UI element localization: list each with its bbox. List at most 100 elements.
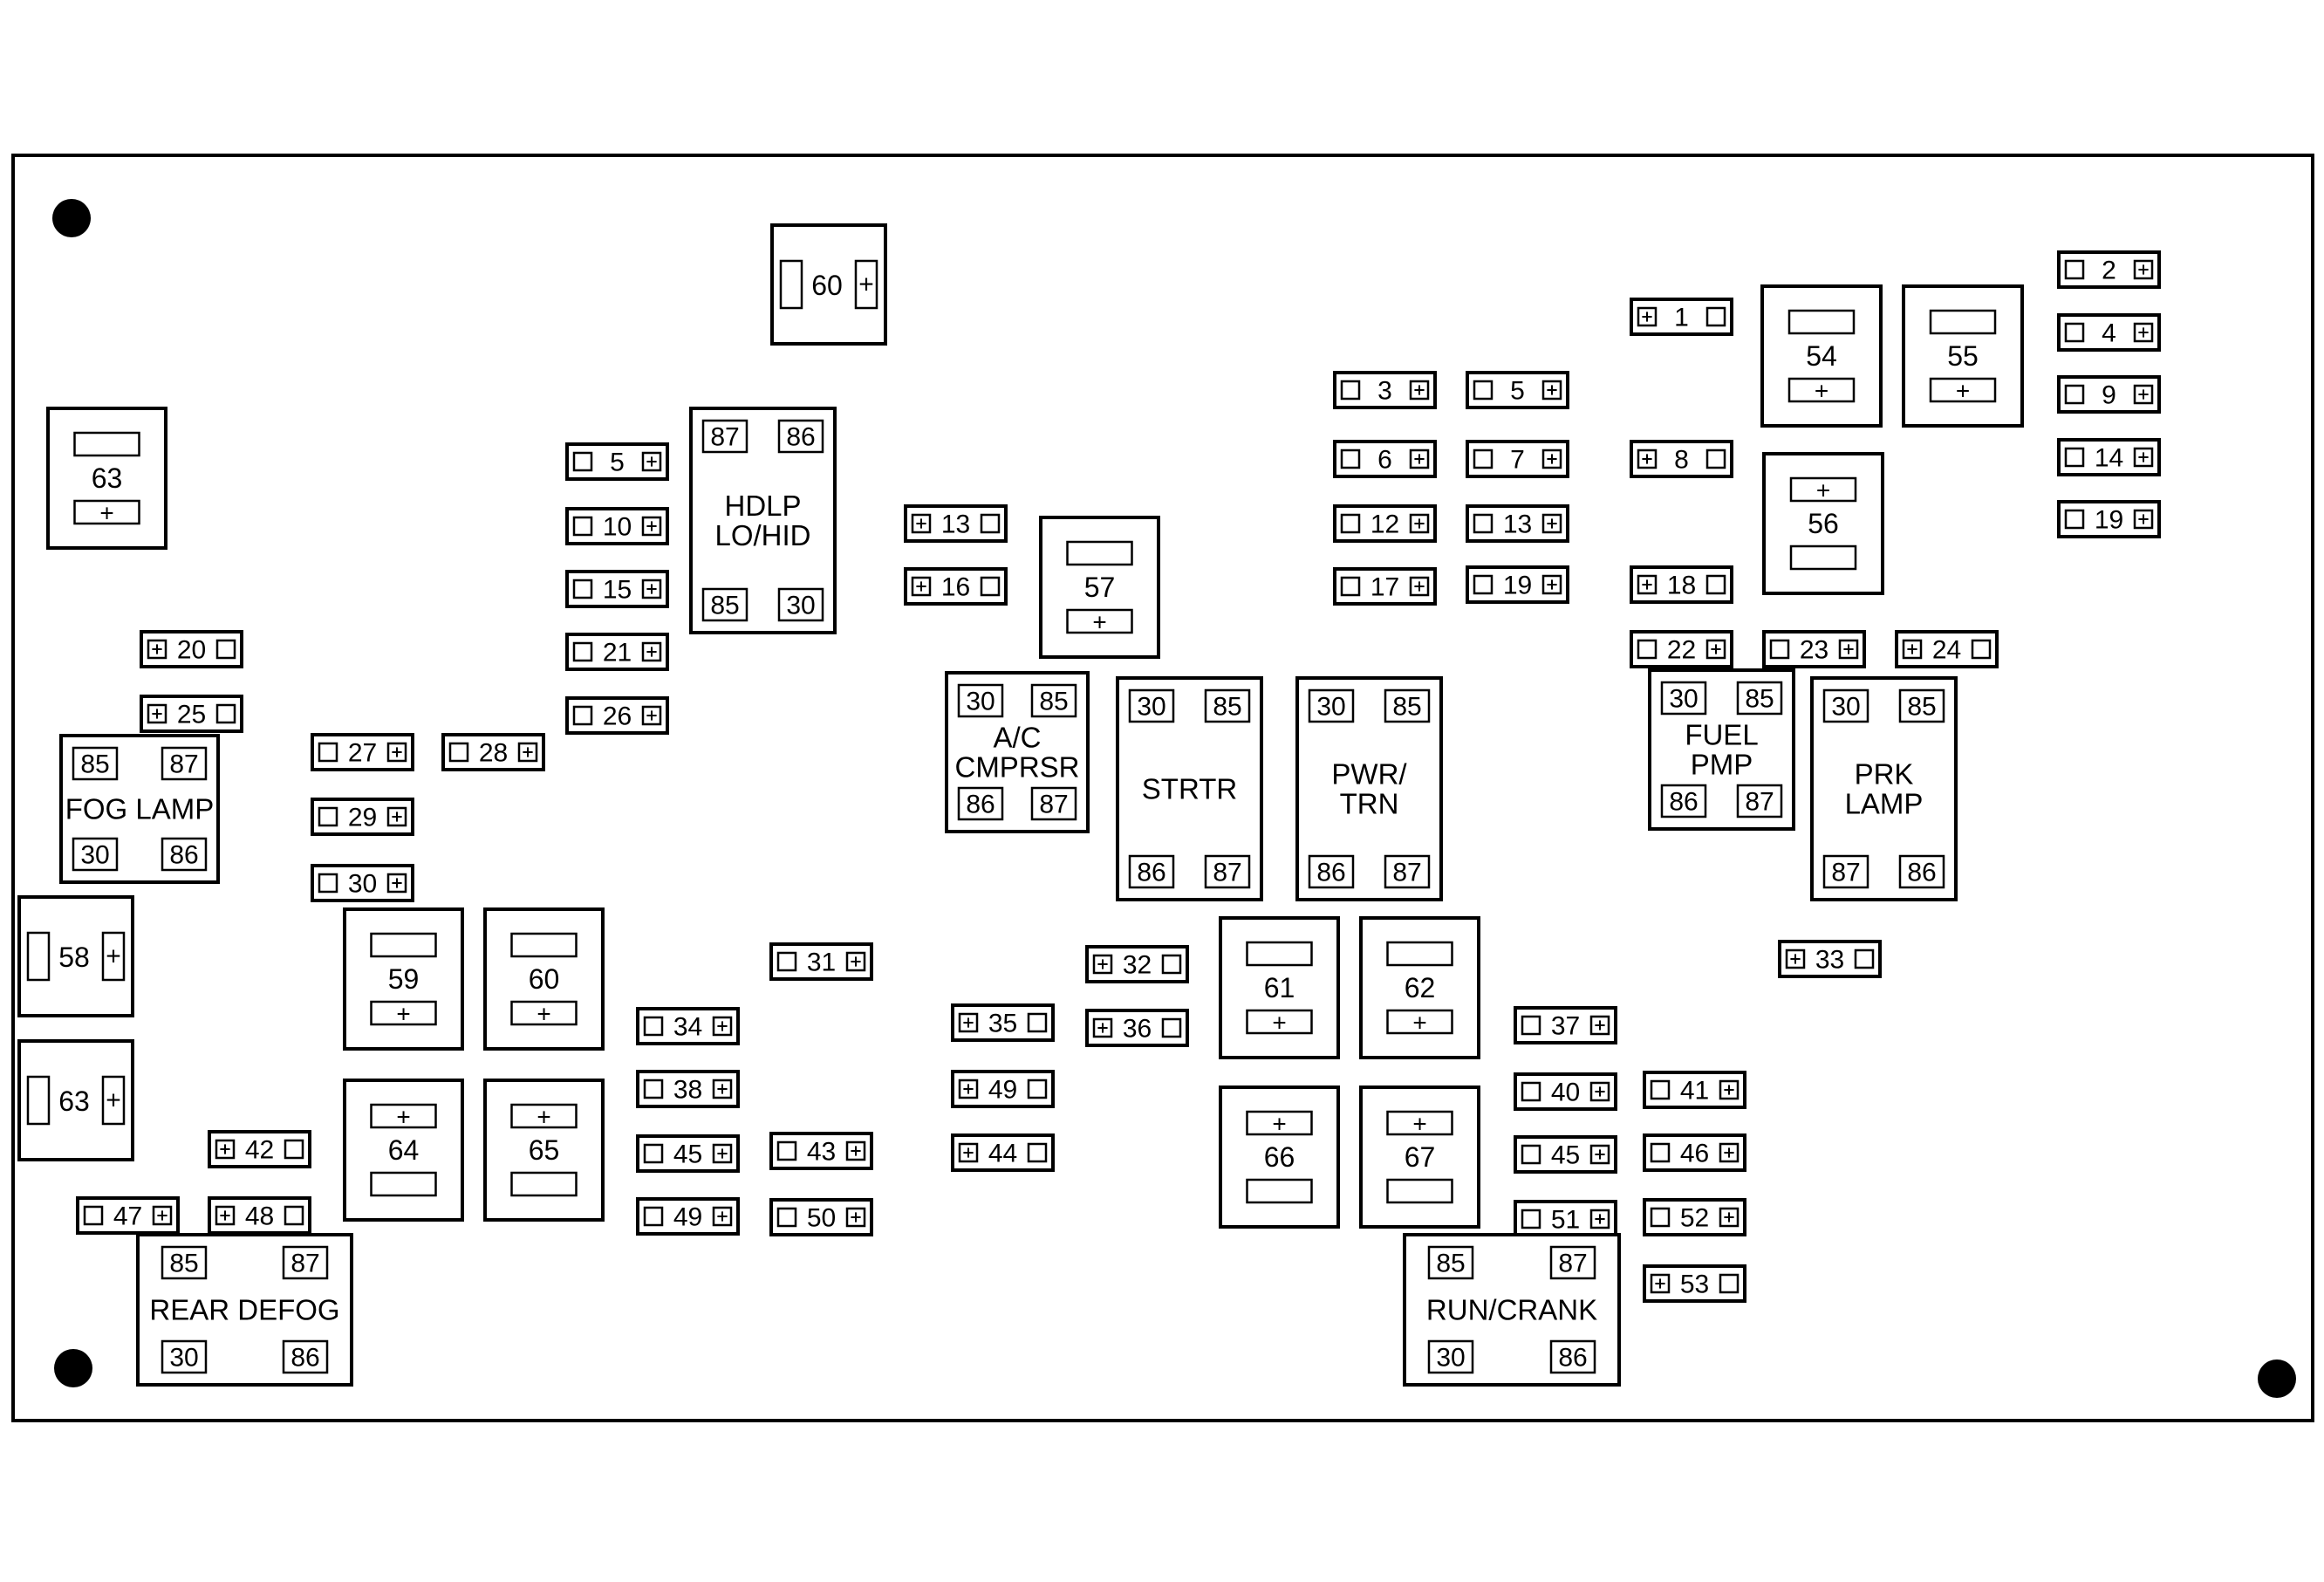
maxi-fuse: +57: [1039, 516, 1160, 659]
relay-label: RUN/CRANK: [1426, 1294, 1597, 1326]
open-terminal-icon: [1705, 306, 1726, 327]
relay-pin-number: 85: [1907, 693, 1936, 722]
relay-pin-number: 86: [1907, 859, 1936, 887]
plus-terminal-icon: [2133, 447, 2154, 468]
terminal-slot-icon: [1787, 309, 1856, 335]
plus-terminal-icon: [2133, 322, 2154, 343]
maxi-fuse-number: 55: [1947, 340, 1979, 372]
relay-pin: [1427, 1245, 1474, 1280]
plus-terminal-icon: +: [73, 500, 140, 527]
plus-terminal-icon: [1719, 1079, 1740, 1100]
relay-pin-number: 30: [169, 1344, 198, 1373]
relay-pin: [1308, 688, 1355, 723]
fuse-number: 32: [1123, 951, 1152, 980]
maxi-fuse-number: 65: [529, 1134, 560, 1166]
relay-label: A/C: [993, 722, 1041, 754]
mini-fuse: 38: [636, 1070, 740, 1108]
mini-fuse: 8: [1630, 440, 1733, 478]
open-terminal-icon: [1521, 1081, 1541, 1102]
open-terminal-icon: [572, 451, 593, 472]
plus-terminal-icon: +: [510, 1001, 578, 1028]
relay-pin: [1030, 786, 1077, 821]
plus-terminal-icon: [641, 579, 662, 599]
maxi-fuse: +64: [343, 1079, 464, 1222]
open-terminal-icon: [572, 579, 593, 599]
open-terminal-icon: [318, 873, 338, 894]
relay-pin-number: 30: [966, 688, 995, 716]
mini-fuse: 9: [2057, 375, 2161, 414]
terminal-slot-icon: [510, 932, 578, 958]
mounting-hole: [54, 1349, 92, 1387]
fuse-number: 33: [1815, 946, 1844, 975]
relay-pin-number: 87: [1039, 791, 1068, 819]
plus-terminal-icon: [1092, 954, 1113, 975]
open-terminal-icon: [318, 806, 338, 827]
open-terminal-icon: [284, 1139, 304, 1160]
mini-fuse: 49: [951, 1070, 1055, 1108]
fuse-number: 13: [1503, 510, 1532, 539]
relay-pin: [1384, 688, 1431, 723]
plus-terminal-icon: [1589, 1015, 1610, 1036]
plus-terminal-icon: [1785, 949, 1806, 969]
relay-pin-number: 85: [710, 592, 739, 620]
relay-label: REAR DEFOG: [149, 1294, 339, 1326]
svg-text:+: +: [1272, 1010, 1286, 1037]
relay-label: HDLP: [724, 490, 801, 522]
relay-pin: [1128, 854, 1175, 889]
plus-terminal-icon: +: [1386, 1111, 1453, 1138]
mini-fuse: 40: [1514, 1072, 1617, 1111]
plus-terminal-icon: [215, 1205, 236, 1226]
plus-terminal-icon: [1637, 449, 1658, 469]
fuse-number: 49: [988, 1076, 1017, 1105]
terminal-slot-icon: [370, 1171, 437, 1197]
fuse-number: 53: [1680, 1270, 1709, 1299]
terminal-slot-icon: [370, 932, 437, 958]
maxi-fuse-number: 63: [58, 1085, 90, 1117]
relay-pin-number: 86: [1137, 859, 1165, 887]
open-terminal-icon: [1705, 574, 1726, 595]
svg-text:+: +: [1412, 1111, 1426, 1138]
plus-terminal-icon: +: [1789, 477, 1857, 504]
open-terminal-icon: [1854, 949, 1875, 969]
plus-terminal-icon: [152, 1205, 173, 1226]
relay-label: CMPRSR: [954, 751, 1079, 784]
open-terminal-icon: [1971, 639, 1992, 660]
relay-label: PWR/: [1331, 758, 1407, 791]
svg-text:+: +: [1412, 1010, 1426, 1037]
relay-label: STRTR: [1142, 773, 1237, 805]
relay-pin-number: 85: [80, 750, 109, 779]
maxi-fuse: +63: [46, 407, 167, 550]
plus-terminal-icon: [2133, 259, 2154, 280]
mini-fuse: 52: [1643, 1198, 1746, 1236]
open-terminal-icon: [572, 641, 593, 662]
open-terminal-icon: [1027, 1079, 1048, 1099]
plus-terminal-icon: [2133, 509, 2154, 530]
relay-pin-number: 85: [1213, 693, 1241, 722]
open-terminal-icon: [572, 705, 593, 726]
mini-fuse: 10: [565, 507, 669, 545]
terminal-slot-icon: [1789, 544, 1857, 571]
mini-fuse: 1: [1630, 298, 1733, 336]
terminal-slot-icon: [1386, 1178, 1453, 1204]
open-terminal-icon: [1473, 574, 1494, 595]
relay-pin-number: 85: [1745, 685, 1774, 714]
svg-text:+: +: [1816, 477, 1830, 504]
relay-pin-number: 30: [786, 592, 815, 620]
mini-fuse: 7: [1466, 440, 1569, 478]
plus-terminal-icon: +: [101, 931, 126, 982]
fuse-number: 30: [348, 870, 377, 899]
relay-pin-number: 86: [169, 841, 198, 870]
relay-pin: [72, 746, 119, 781]
open-terminal-icon: [83, 1205, 104, 1226]
open-terminal-icon: [643, 1016, 664, 1037]
mini-fuse: 53: [1643, 1264, 1746, 1303]
plus-terminal-icon: [1589, 1209, 1610, 1229]
relay-pin: [161, 837, 208, 872]
relay-label: LAMP: [1845, 788, 1924, 820]
svg-text:+: +: [396, 1001, 410, 1028]
plus-terminal-icon: [215, 1139, 236, 1160]
open-terminal-icon: [643, 1143, 664, 1164]
